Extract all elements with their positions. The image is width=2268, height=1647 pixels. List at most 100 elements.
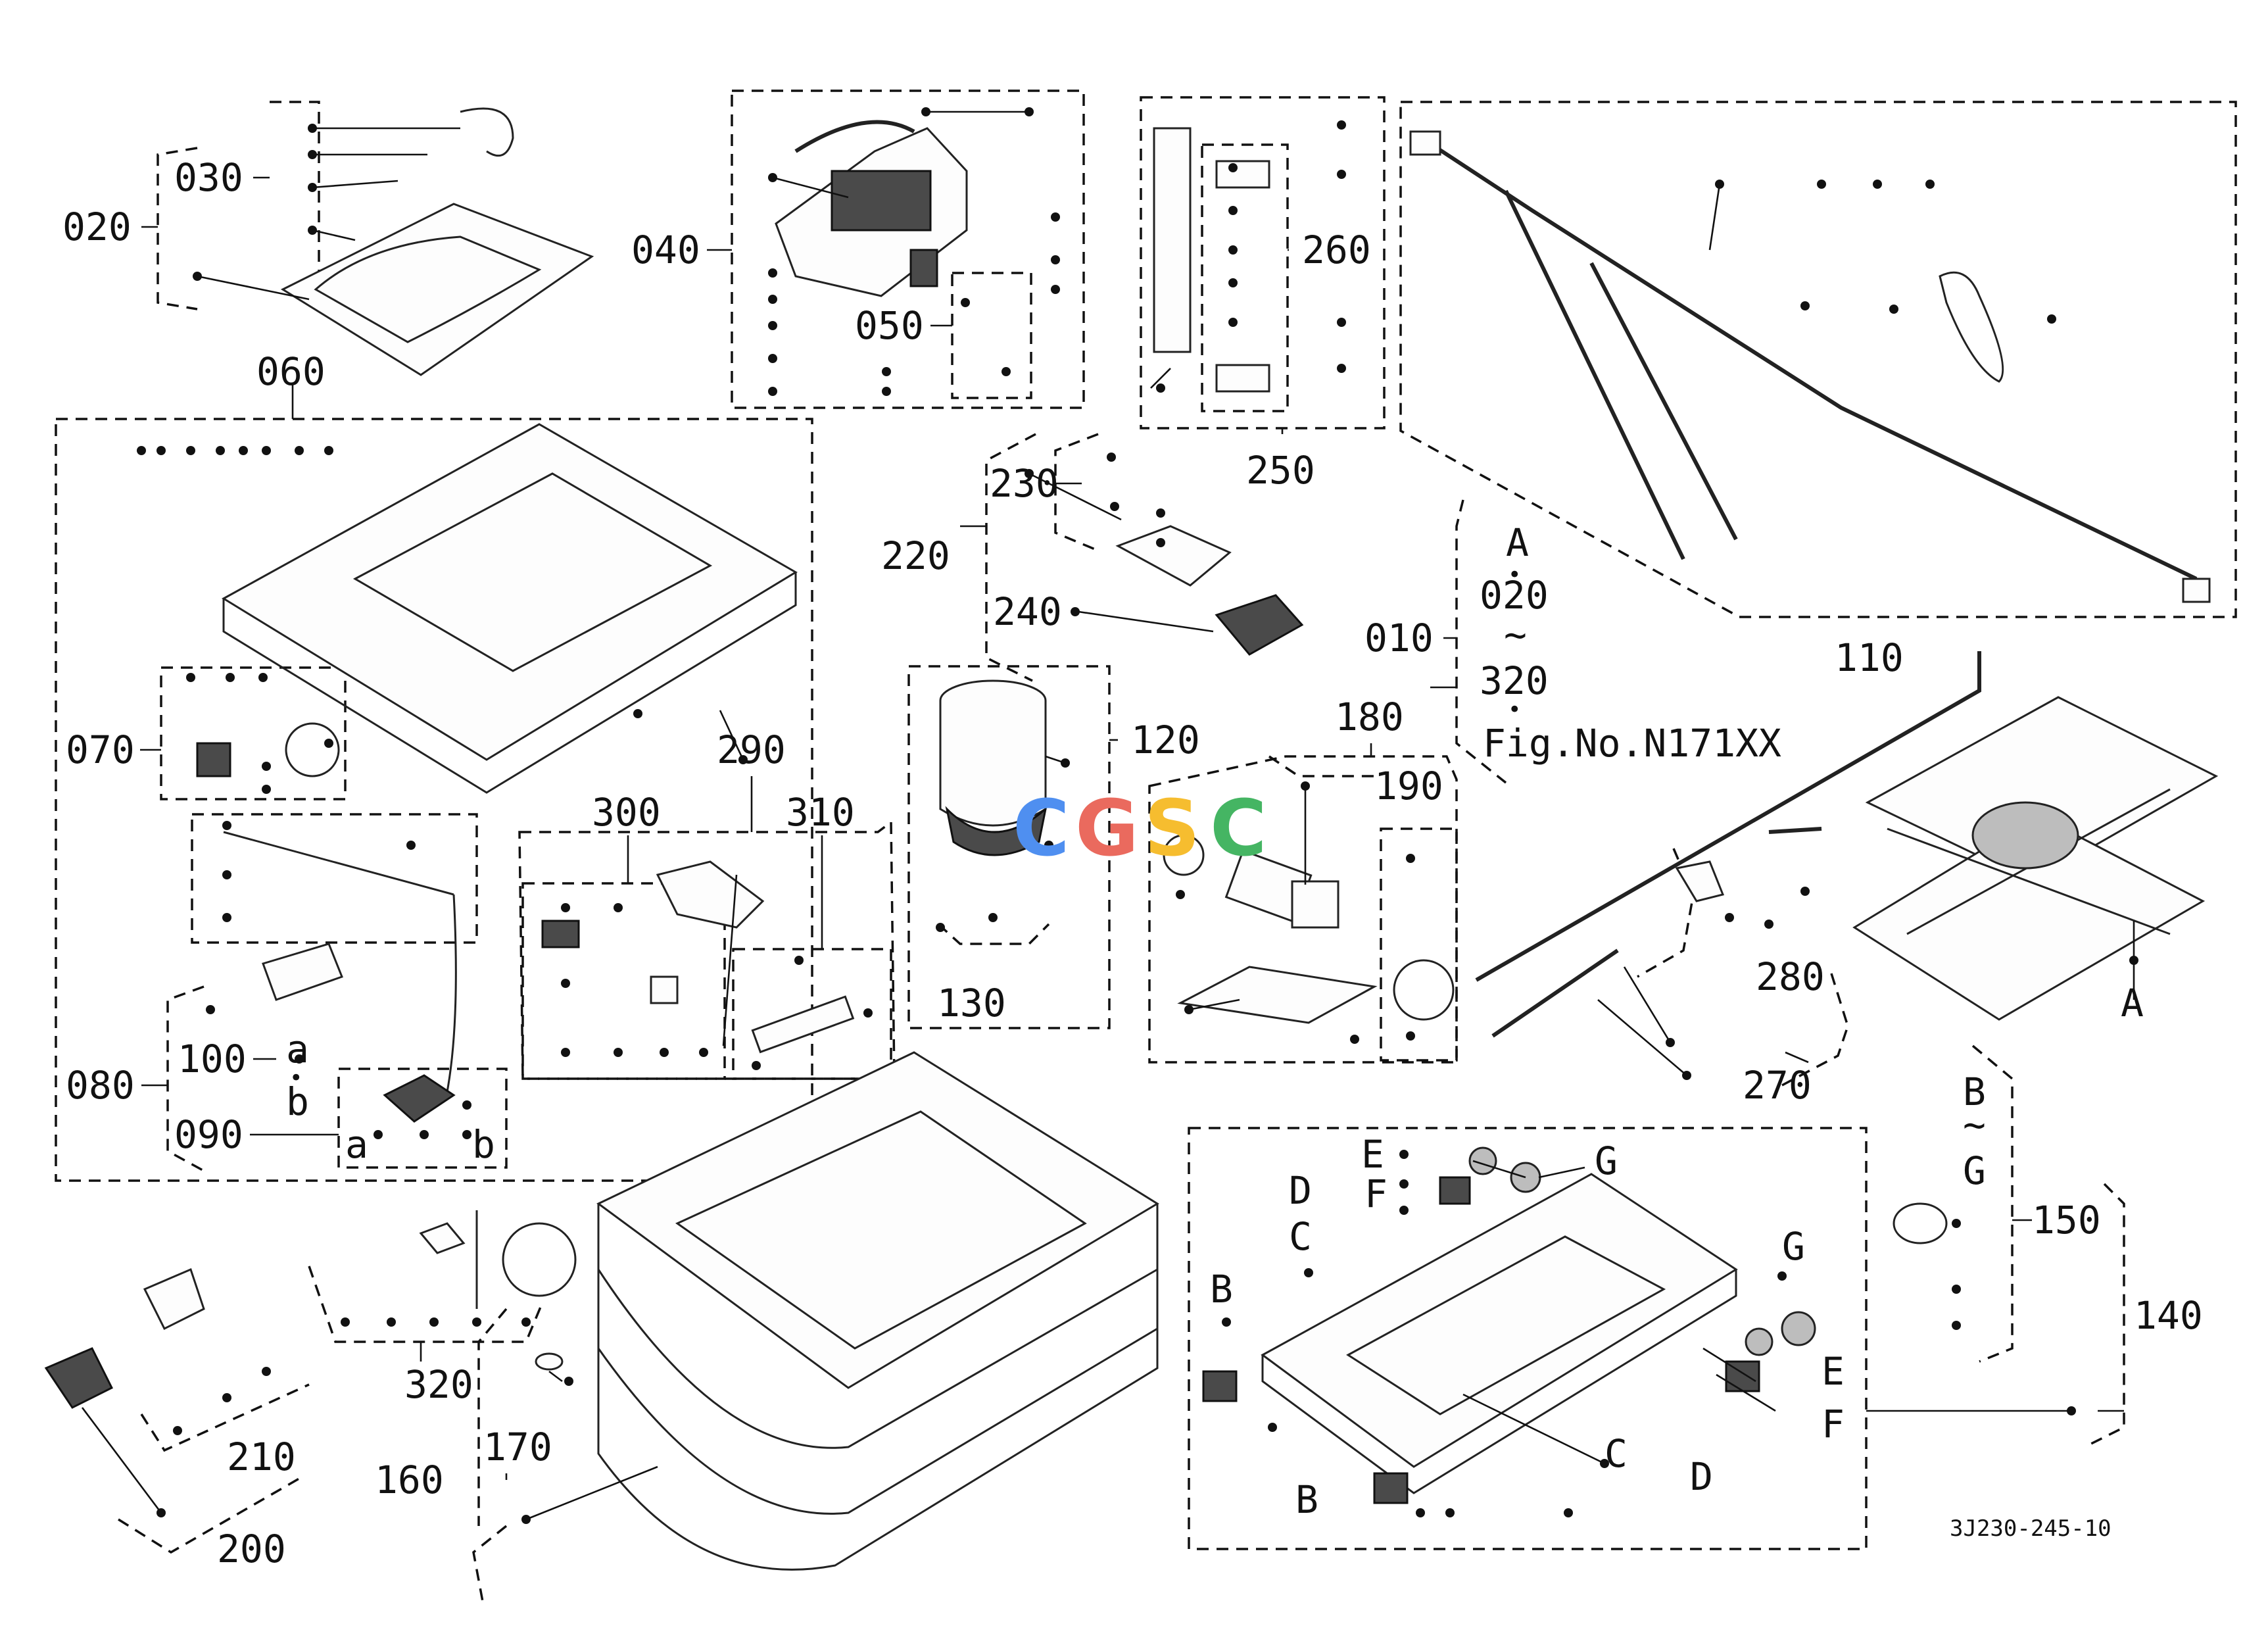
lever-handle-shape	[383, 1074, 456, 1123]
group-boxes	[55, 89, 2237, 1606]
label-160: 160	[375, 1458, 444, 1502]
label-250: 250	[1246, 448, 1315, 493]
mounting-plate-shape	[280, 203, 594, 376]
box-300	[521, 882, 726, 1080]
box-290	[518, 820, 896, 1080]
latch-210-shape	[143, 1267, 205, 1331]
ring-clip-shape	[285, 722, 340, 777]
valve-tab-shape	[909, 249, 938, 287]
label-020: 020	[62, 205, 132, 249]
rod-280-shape	[1768, 827, 1822, 834]
handle-grip-shape	[1215, 594, 1304, 656]
label-120: 120	[1131, 718, 1200, 762]
label-190: 190	[1374, 764, 1443, 808]
bracket-140	[2084, 1183, 2125, 1448]
box-140	[1188, 1127, 1868, 1550]
label-180: 180	[1335, 695, 1404, 739]
letter-b-bottom: B	[1295, 1477, 1318, 1522]
watermark-s: S	[1144, 783, 1200, 873]
label-030: 030	[174, 155, 243, 200]
letter-dot-100: •	[289, 1065, 302, 1091]
watermark-c2: C	[1210, 783, 1267, 873]
label-300: 300	[592, 790, 661, 835]
ref-150-tilde: ~	[1963, 1102, 1986, 1147]
strap-shape	[1153, 127, 1192, 353]
label-070: 070	[66, 727, 135, 772]
bracket-130	[937, 923, 1050, 945]
ref-010-to: 320	[1480, 658, 1549, 703]
bushing-300	[650, 975, 679, 1004]
box-100	[191, 813, 478, 944]
box-180-top	[1268, 755, 1381, 777]
bottom-frame-side	[1261, 1269, 1737, 1494]
rod-short-shape	[1491, 948, 1619, 1038]
label-270: 270	[1743, 1063, 1812, 1108]
bracket-200	[118, 1475, 303, 1554]
letter-e-right: E	[1822, 1349, 1845, 1394]
harness-connector-2	[2182, 578, 2211, 603]
bracket-320	[308, 1266, 544, 1343]
label-310: 310	[786, 790, 855, 835]
label-110: 110	[1835, 635, 1904, 680]
letter-e-top: E	[1361, 1132, 1384, 1177]
bellows-fold-2	[597, 1327, 1158, 1515]
bracket-230	[1054, 433, 1099, 551]
box-050	[951, 272, 1032, 399]
label-280: 280	[1756, 954, 1825, 999]
label-210: 210	[227, 1435, 296, 1479]
nut-320-shape	[419, 1222, 466, 1254]
label-130: 130	[937, 981, 1006, 1025]
ref-010-tilde: ~	[1504, 612, 1527, 657]
ref-010: A • 020 ~ 320 • Fig.No.N171XX	[1480, 520, 1781, 766]
seat-frame-shape	[222, 423, 798, 761]
label-050: 050	[855, 303, 924, 348]
letter-f-top: F	[1364, 1171, 1387, 1216]
ref-150: B ~ G	[1963, 1069, 1986, 1193]
box-090	[337, 1068, 508, 1169]
letter-c-top: C	[1289, 1214, 1312, 1259]
label-060: 060	[256, 349, 326, 394]
latch-shape	[262, 943, 343, 1001]
letter-b-top: B	[1210, 1267, 1233, 1312]
letter-g-top: G	[1595, 1139, 1618, 1183]
box-260	[1201, 143, 1289, 412]
bellows-sides	[597, 1204, 1159, 1571]
bracket-210	[140, 1383, 310, 1452]
bracket-160b	[477, 1308, 508, 1526]
bottom-frame-shape	[1261, 1173, 1738, 1468]
roller-g-right	[1781, 1311, 1816, 1346]
box-060	[55, 418, 813, 1182]
compressor-tie	[1393, 959, 1455, 1021]
harness-connector-1	[1409, 130, 1441, 156]
harness-branch-2	[1589, 262, 1738, 541]
compressor-head	[1291, 880, 1339, 929]
bracket-150	[1971, 1045, 2014, 1363]
letter-callouts: A a • b a b B B C C D D E E F F G G	[286, 981, 2144, 1522]
label-230: 230	[990, 461, 1059, 506]
label-010: 010	[1364, 616, 1434, 660]
harness-main-shape	[1426, 139, 2198, 581]
letter-b-100: b	[286, 1079, 309, 1124]
label-200: 200	[217, 1527, 286, 1571]
label-240: 240	[993, 589, 1062, 634]
bottom-frame-inner	[1346, 1235, 1666, 1415]
rod-270-shape	[1475, 651, 1981, 982]
damper-body	[751, 995, 855, 1054]
seat-frame-inner	[352, 472, 713, 672]
valve-core-shape	[831, 170, 932, 232]
letter-a-090: a	[345, 1122, 368, 1167]
label-290: 290	[717, 727, 786, 772]
ref-010-dot1: •	[1508, 562, 1521, 588]
scissor-spring	[1971, 801, 2079, 870]
letter-f-right: F	[1822, 1402, 1845, 1446]
bracket-270	[1781, 973, 1849, 1087]
roller-e-right	[1745, 1327, 1773, 1356]
pivot-bracket	[656, 860, 765, 929]
label-150: 150	[2032, 1198, 2101, 1242]
drawing-number: 3J230-245-10	[1950, 1515, 2111, 1542]
box-250	[1140, 96, 1386, 430]
plug-170-shape	[535, 1352, 564, 1371]
watermark-c1: C	[1013, 783, 1070, 873]
ref-010-a: A	[1506, 520, 1529, 565]
